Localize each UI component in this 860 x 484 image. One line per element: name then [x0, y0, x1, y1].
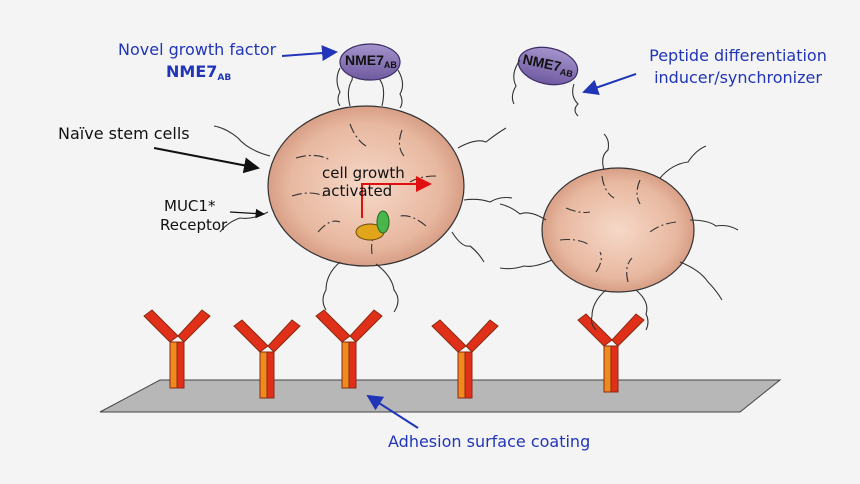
- label-naive-stem-cells: Naïve stem cells: [58, 124, 190, 143]
- label-nme7ab: NME7AB: [166, 62, 231, 83]
- label-peptide-line1: Peptide differentiation: [649, 46, 827, 65]
- label-cell-growth: cell growth: [322, 164, 405, 182]
- nme7-protein-left: [336, 43, 404, 109]
- arrow-muc1-receptor: [229, 208, 266, 219]
- adhesion-surface: [99, 379, 782, 413]
- nme7-left-text: NME7AB: [345, 52, 397, 70]
- label-activated: activated: [322, 182, 393, 200]
- growth-signal-arrow: [361, 176, 432, 218]
- label-adhesion-surface: Adhesion surface coating: [388, 432, 591, 451]
- antibody-2: [233, 319, 301, 399]
- label-nme7-main: NME7: [166, 62, 218, 81]
- label-muc1-line1: MUC1*: [164, 197, 216, 215]
- label-muc1-line2: Receptor: [160, 216, 228, 234]
- antibody-1: [143, 309, 211, 389]
- antibody-4: [431, 319, 499, 399]
- organelle-green: [376, 210, 390, 234]
- arrow-naive-stem-cells: [153, 147, 260, 174]
- nme7-protein-right: [511, 46, 579, 117]
- arrow-adhesion: [366, 394, 419, 429]
- label-novel-growth-factor: Novel growth factor: [118, 40, 277, 59]
- differentiating-cell: [499, 133, 739, 331]
- arrow-novel-growth-factor: [281, 45, 338, 62]
- label-peptide-line2: inducer/synchronizer: [654, 68, 822, 87]
- antibody-5: [577, 313, 645, 393]
- label-nme7-sub: AB: [217, 73, 232, 83]
- arrow-peptide: [582, 73, 637, 95]
- antibody-3: [315, 309, 383, 389]
